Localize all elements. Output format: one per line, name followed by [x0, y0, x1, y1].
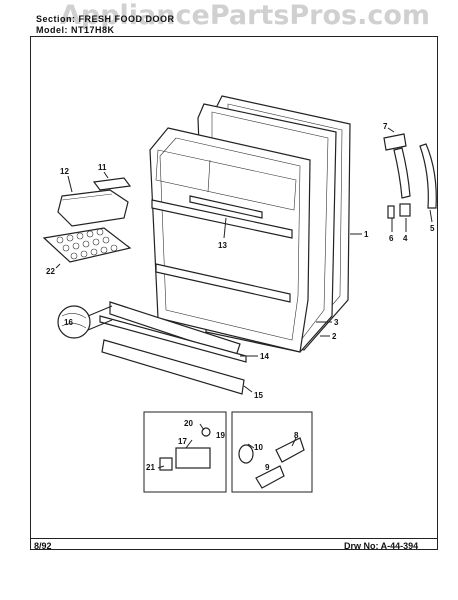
footer-divider — [30, 538, 438, 539]
door-trim-upper[interactable] — [99, 301, 247, 363]
callout-21: 21 — [146, 463, 155, 472]
switch-assembly-inset[interactable] — [143, 411, 227, 493]
callout-15: 15 — [254, 391, 263, 400]
callout-8: 8 — [294, 431, 299, 440]
callout-6: 6 — [389, 234, 394, 243]
callout-2: 2 — [332, 332, 337, 341]
callout-13: 13 — [218, 241, 227, 250]
footer-date: 8/92 — [34, 541, 52, 551]
callout-1: 1 — [364, 230, 369, 239]
door-trim-lower[interactable] — [101, 339, 245, 395]
diagram-header: Section: FRESH FOOD DOOR Model: NT17H8K — [36, 14, 175, 36]
light-socket-inset[interactable] — [231, 411, 313, 493]
egg-tray[interactable] — [42, 227, 132, 263]
detail-magnifier — [57, 305, 113, 339]
callout-16: 16 — [64, 318, 73, 327]
hinge-assembly[interactable] — [383, 133, 437, 219]
section-title: Section: FRESH FOOD DOOR — [36, 14, 175, 24]
door-liner[interactable] — [149, 127, 311, 353]
callout-22: 22 — [46, 267, 55, 276]
butter-compartment[interactable] — [57, 189, 129, 227]
callout-7: 7 — [383, 122, 388, 131]
callout-10: 10 — [254, 443, 263, 452]
callout-labels: 1 2 3 4 5 6 7 8 9 10 11 12 13 14 15 16 1… — [46, 122, 435, 472]
callout-9: 9 — [265, 463, 270, 472]
diagram-frame — [30, 36, 438, 550]
drawing-number: Drw No: A-44-394 — [344, 541, 419, 551]
callout-3: 3 — [334, 318, 339, 327]
callout-5: 5 — [430, 224, 435, 233]
callout-19: 19 — [216, 431, 225, 440]
callout-20: 20 — [184, 419, 193, 428]
callout-17: 17 — [178, 437, 187, 446]
watermark: AppliancePartsPros.com — [60, 0, 431, 31]
callout-11: 11 — [98, 163, 107, 172]
dairy-door[interactable] — [92, 177, 132, 191]
door-shelf-bar[interactable] — [189, 195, 263, 219]
callout-14: 14 — [260, 352, 269, 361]
callout-12: 12 — [60, 167, 69, 176]
callout-4: 4 — [403, 234, 408, 243]
leader-lines — [55, 127, 433, 469]
model-number: Model: NT17H8K — [36, 25, 115, 35]
